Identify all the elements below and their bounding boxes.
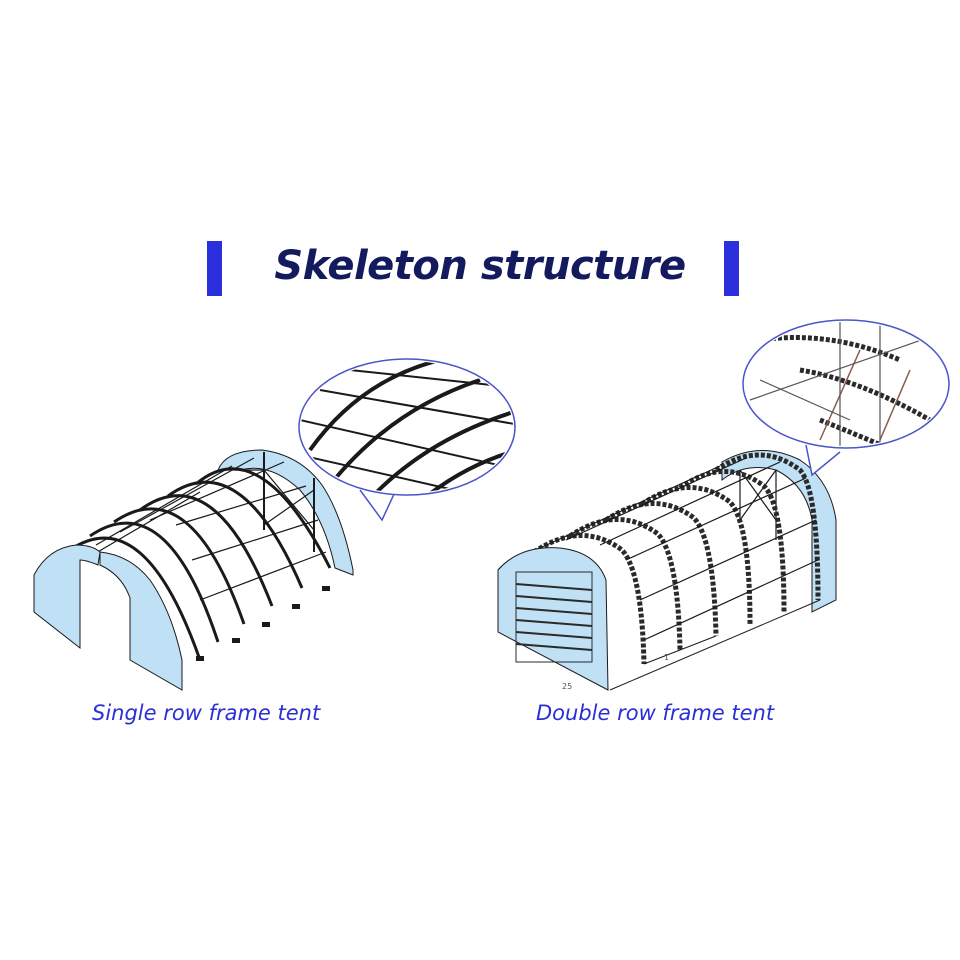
double-tent-dimension-label: 25 [562,682,572,691]
single-row-caption: Single row frame tent [92,701,321,725]
single-row-tent-illustration [33,449,354,691]
single-tent-arch [195,467,332,569]
double-tent-purlins [539,457,819,641]
double-tent-roll-door [515,571,593,663]
double-tent-truss-arch [604,501,719,637]
page-title: Skeleton structure [274,243,686,289]
single-tent-front-panel-right [99,551,183,691]
single-bubble-arch [308,361,441,452]
double-tent-detail-bubble [742,319,950,477]
single-bubble-arch [398,443,513,493]
double-tent-ground-bracing [609,599,821,691]
single-tent-footings [196,586,330,661]
single-tent-detail-bubble [298,358,516,522]
double-row-tent-illustration: 25 1 [497,450,837,691]
single-tent-back-wall-brace [263,489,315,526]
double-bubble-tail [805,444,841,477]
single-tent-back-wall [217,449,354,576]
double-tent-dimension-label: 1 [664,653,669,662]
double-bubble-truss [799,367,932,423]
double-tent-truss-arch [678,469,787,613]
double-tent-front-wall [497,547,609,691]
double-row-caption: Double row frame tent [536,701,775,725]
single-bubble-arch [328,378,481,487]
double-tent-truss-arch [714,452,821,601]
double-bubble-truss [819,417,941,446]
title-accent-bar-right [724,241,739,296]
double-tent-truss-arch [640,485,753,625]
title-accent-bar-left [207,241,222,296]
double-tent-back-wall [721,450,837,613]
double-tent-truss-arch [568,517,683,651]
single-tent-arch [89,521,220,643]
single-bubble-tail [359,489,396,522]
single-tent-front-panel-left [33,544,101,650]
single-tent-arch [167,480,304,589]
single-tent-arch [139,494,274,607]
single-tent-purlins [83,457,327,601]
single-tent-back-wall-brace [263,469,315,531]
single-tent-arch [69,536,202,661]
